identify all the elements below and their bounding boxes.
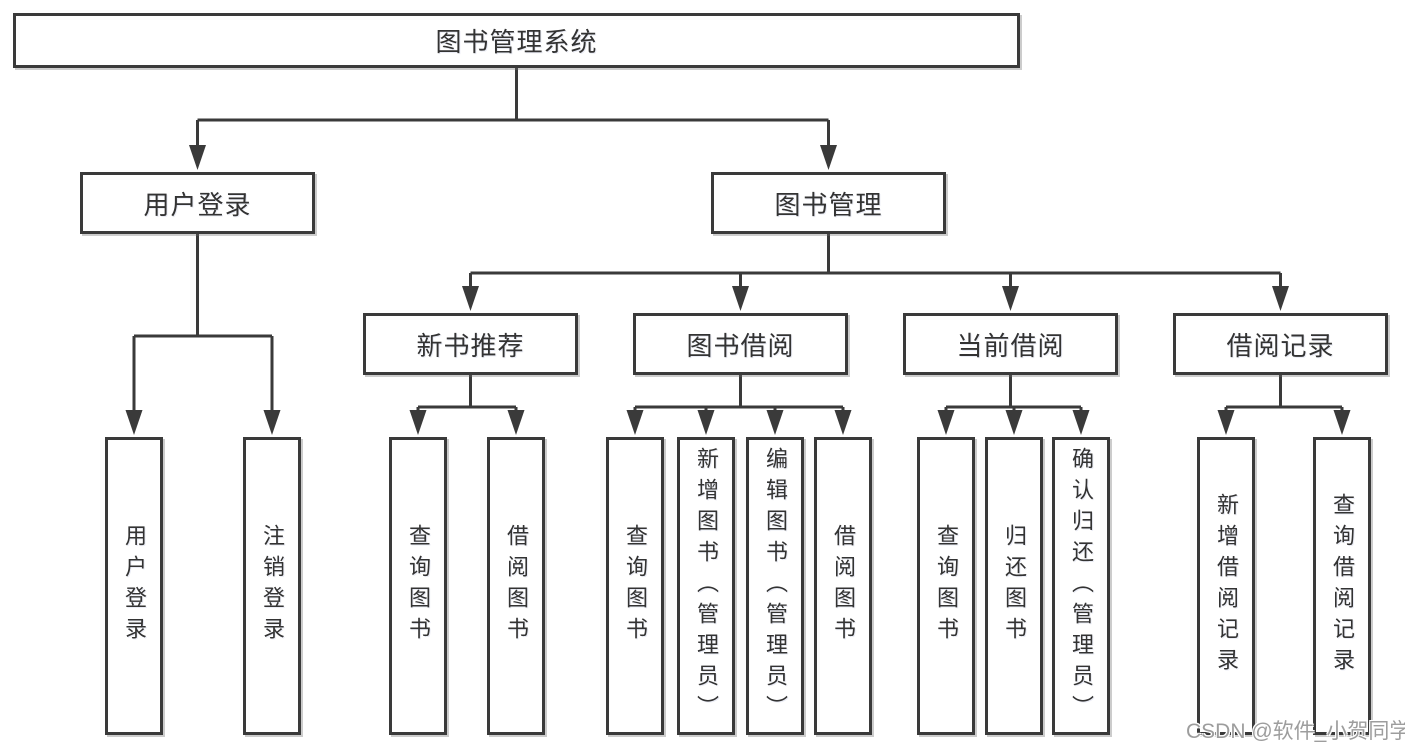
node-label: 新书推荐 xyxy=(416,330,525,361)
node-label: 新增图书（管理员） xyxy=(694,446,719,726)
node-label: 查询借阅记录 xyxy=(1330,493,1355,679)
node-edit-books-admin-leaf: 编辑图书（管理员） xyxy=(746,437,804,735)
connector-root-to-level2 xyxy=(196,68,830,150)
node-label: 借阅图书 xyxy=(831,524,856,648)
node-query-books-leaf: 查询图书 xyxy=(917,437,975,735)
connector-bookmgmt-to-level3 xyxy=(469,234,1282,290)
node-label: 确认归还（管理员） xyxy=(1069,446,1094,726)
arrowheads-level2 xyxy=(189,145,837,170)
arrowheads-borrow-children xyxy=(626,410,852,435)
node-label: 归还图书 xyxy=(1002,524,1027,648)
node-current-borrowing: 当前借阅 xyxy=(903,313,1118,375)
arrowheads-level3 xyxy=(462,286,1289,311)
connector-current-children xyxy=(944,375,1083,414)
connector-records-children xyxy=(1224,375,1344,414)
node-confirm-return-admin-leaf: 确认归还（管理员） xyxy=(1052,437,1110,735)
node-label: 新增借阅记录 xyxy=(1214,493,1239,679)
arrowheads-newbooks-children xyxy=(409,410,525,435)
node-user-login-leaf: 用户登录 xyxy=(105,437,163,735)
node-query-borrow-record-leaf: 查询借阅记录 xyxy=(1313,437,1371,735)
node-label: 借阅记录 xyxy=(1226,330,1335,361)
node-borrow-books-leaf: 借阅图书 xyxy=(814,437,872,735)
node-label: 查询图书 xyxy=(406,524,431,648)
connector-borrow-children xyxy=(633,375,845,414)
node-return-books-leaf: 归还图书 xyxy=(985,437,1043,735)
node-label: 用户登录 xyxy=(143,189,252,220)
node-borrow-records: 借阅记录 xyxy=(1173,313,1388,375)
node-label: 用户登录 xyxy=(122,524,147,648)
node-label: 注销登录 xyxy=(260,524,285,648)
node-label: 图书借阅 xyxy=(686,330,795,361)
node-user-login: 用户登录 xyxy=(80,172,315,234)
connector-newbooks-children xyxy=(416,375,518,414)
node-label: 编辑图书（管理员） xyxy=(763,446,788,726)
node-label: 当前借阅 xyxy=(956,330,1065,361)
node-book-management: 图书管理 xyxy=(711,172,946,234)
node-library-system: 图书管理系统 xyxy=(13,13,1020,68)
node-label: 图书管理 xyxy=(774,189,883,220)
node-add-borrow-record-leaf: 新增借阅记录 xyxy=(1197,437,1255,735)
connector-userlogin-children xyxy=(132,234,274,412)
node-label: 查询图书 xyxy=(623,524,648,648)
node-label: 图书管理系统 xyxy=(435,27,598,57)
node-label: 查询图书 xyxy=(934,524,959,648)
node-borrow-books-leaf: 借阅图书 xyxy=(487,437,545,735)
arrowheads-current-children xyxy=(937,410,1090,435)
node-query-books-leaf: 查询图书 xyxy=(389,437,447,735)
node-label: 借阅图书 xyxy=(504,524,529,648)
node-add-books-admin-leaf: 新增图书（管理员） xyxy=(677,437,735,735)
node-book-borrowing: 图书借阅 xyxy=(633,313,848,375)
arrowheads-userlogin-children xyxy=(125,410,281,435)
node-query-books-leaf: 查询图书 xyxy=(606,437,664,735)
arrowheads-records-children xyxy=(1217,410,1351,435)
node-logout-leaf: 注销登录 xyxy=(243,437,301,735)
node-new-book-recommend: 新书推荐 xyxy=(363,313,578,375)
csdn-watermark: CSDN @软件_小贺同学 xyxy=(1186,720,1405,743)
